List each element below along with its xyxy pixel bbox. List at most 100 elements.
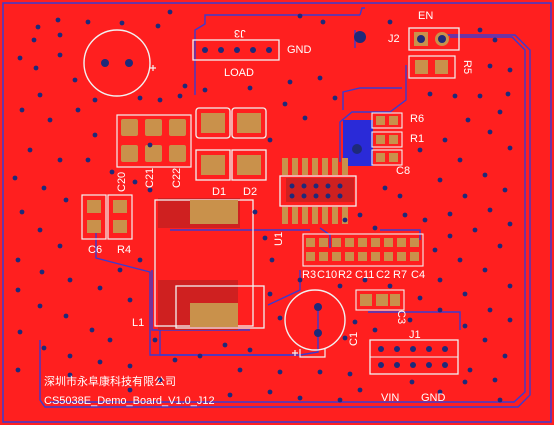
- via: [237, 367, 243, 373]
- j2-pin: [438, 35, 446, 43]
- j3-pin: [250, 47, 256, 53]
- via: [357, 387, 363, 393]
- via: [85, 157, 91, 163]
- footer-company: 深圳市永阜康科技有限公司: [44, 376, 176, 388]
- via: [465, 117, 471, 123]
- via: [477, 27, 483, 33]
- c6-r4: [81, 194, 133, 240]
- cap-outline: [284, 289, 346, 351]
- via: [352, 319, 358, 325]
- via: [320, 19, 326, 25]
- r5-pad: [435, 60, 448, 74]
- via: [15, 257, 21, 263]
- via: [467, 367, 473, 373]
- via: [432, 247, 438, 253]
- label-c20: C20: [116, 171, 128, 192]
- via: [447, 211, 453, 217]
- via: [442, 137, 448, 143]
- label-r4: R4: [117, 244, 132, 256]
- via: [132, 179, 138, 185]
- diodes-d1-d2: [195, 107, 267, 181]
- via: [109, 169, 115, 175]
- via: [67, 277, 73, 283]
- label-r1: R1: [410, 133, 425, 145]
- via: [447, 233, 453, 239]
- via: [505, 91, 511, 97]
- via: [437, 307, 443, 313]
- via-field: [12, 9, 513, 403]
- via: [117, 267, 123, 273]
- label-j2: J2: [388, 33, 400, 45]
- via: [137, 95, 143, 101]
- via: [317, 75, 323, 81]
- via: [422, 217, 428, 223]
- via: [287, 79, 293, 85]
- via: [387, 19, 393, 25]
- cap-outline: [83, 29, 151, 97]
- via: [482, 267, 488, 273]
- via: [387, 283, 393, 289]
- via: [477, 93, 483, 99]
- via: [67, 372, 73, 378]
- cap-c20-c21-c22: [116, 114, 192, 168]
- bottom-traces: [39, 7, 531, 408]
- via: [41, 185, 47, 191]
- label-gnd-bottom: GND: [421, 392, 446, 404]
- via: [63, 197, 69, 203]
- via: [92, 97, 98, 103]
- u1-ic: [279, 158, 357, 224]
- via: [155, 23, 161, 29]
- via: [147, 187, 153, 193]
- via: [57, 243, 63, 249]
- via: [202, 87, 208, 93]
- via: [27, 147, 33, 153]
- via: [55, 17, 61, 23]
- via: [89, 327, 95, 333]
- label-c2: C2: [376, 269, 391, 281]
- via: [502, 187, 508, 193]
- via: [152, 337, 158, 343]
- r5-outline: [408, 55, 456, 79]
- via: [57, 157, 63, 163]
- via: [197, 353, 203, 359]
- via: [127, 297, 133, 303]
- via: [72, 77, 78, 83]
- via: [15, 367, 21, 373]
- label-c21: C21: [144, 167, 156, 188]
- via: [282, 101, 288, 107]
- via: [487, 307, 493, 313]
- label-en: EN: [418, 10, 434, 22]
- via: [39, 269, 45, 275]
- via: [492, 377, 498, 383]
- via: [472, 227, 478, 233]
- via: [267, 137, 273, 143]
- via: [372, 225, 378, 231]
- via: [63, 313, 69, 319]
- via: [127, 363, 133, 369]
- via: [462, 323, 468, 329]
- footer-board-name: CS5038E_Demo_Board_V1.0_J12: [44, 395, 215, 407]
- via: [507, 67, 513, 73]
- via: [342, 217, 348, 223]
- via: [47, 117, 53, 123]
- via: [41, 345, 47, 351]
- via: [147, 142, 153, 148]
- r5-pad: [415, 60, 428, 74]
- label-load: LOAD: [224, 67, 254, 79]
- via: [247, 347, 253, 353]
- label-d1: D1: [212, 186, 227, 198]
- j3-pin: [266, 47, 272, 53]
- via: [507, 221, 513, 227]
- via: [182, 83, 188, 89]
- via: [427, 91, 433, 97]
- via: [57, 32, 63, 38]
- via: [507, 283, 513, 289]
- via: [252, 209, 258, 215]
- label-j1: J1: [409, 329, 421, 341]
- via: [262, 235, 268, 241]
- via: [347, 371, 353, 377]
- via: [15, 287, 21, 293]
- via: [417, 295, 423, 301]
- cap-polarity: [150, 65, 156, 71]
- copper-pour: [286, 178, 354, 202]
